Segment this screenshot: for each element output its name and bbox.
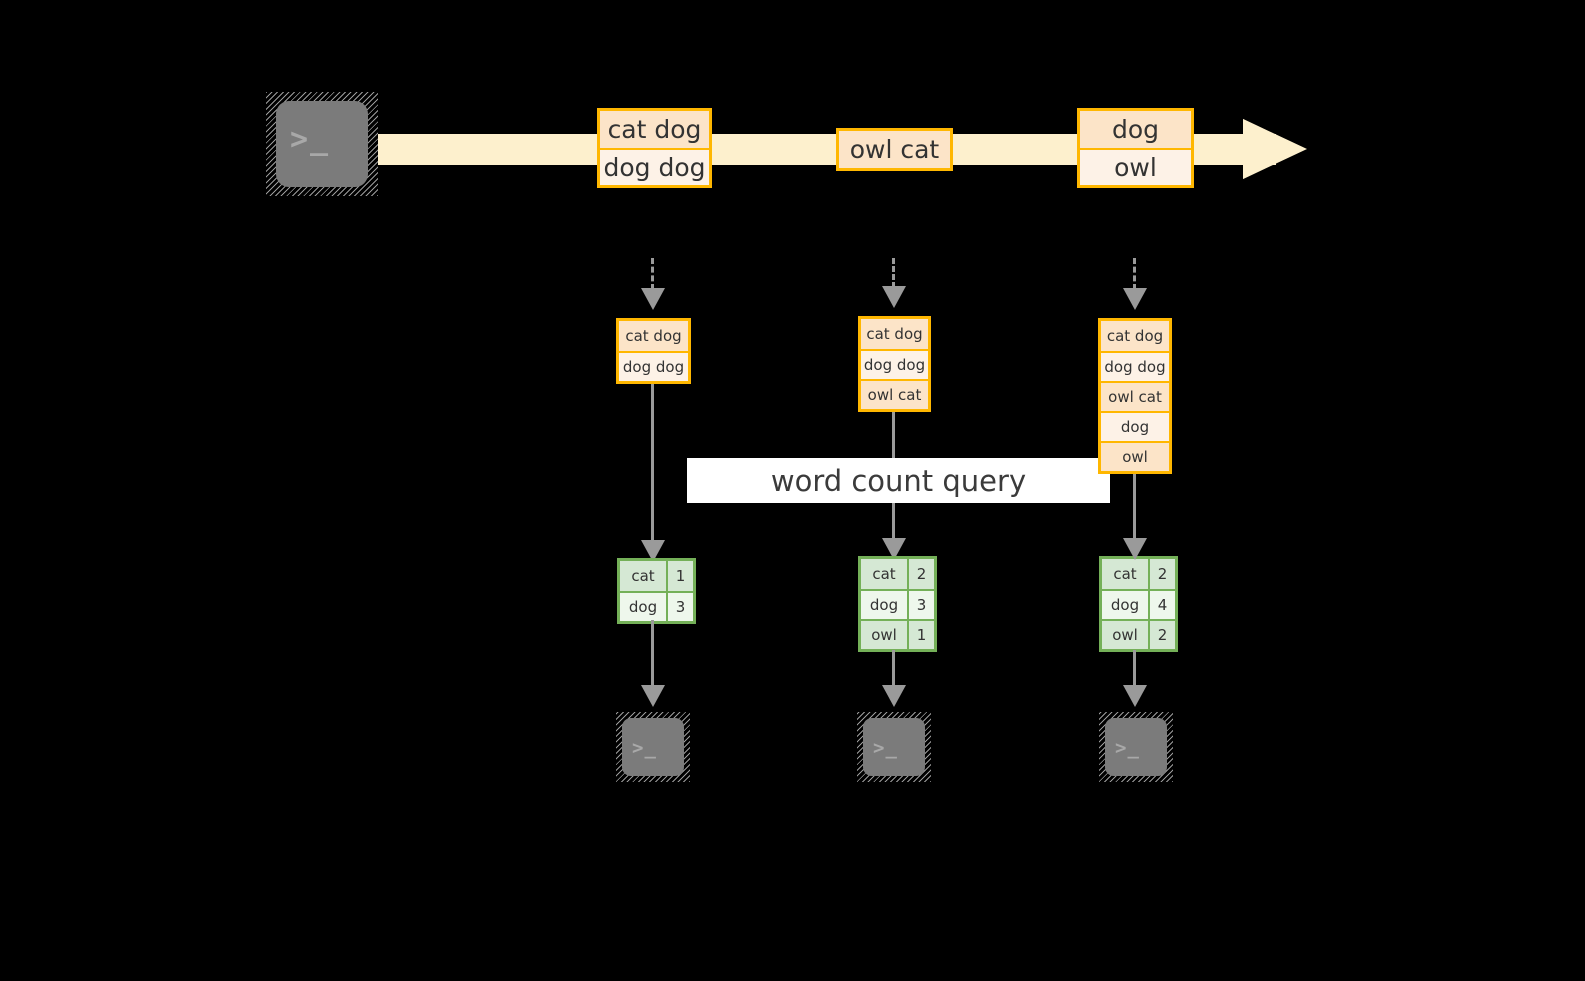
- terminal-prompt-glyph: >_: [632, 737, 657, 759]
- table-row: owl 1: [861, 619, 934, 649]
- snapshot-line: dog dog: [619, 351, 688, 381]
- sink-terminal-icon-3: >_: [1099, 712, 1173, 782]
- word-cell: owl: [861, 621, 907, 649]
- word-cell: owl: [1102, 621, 1148, 649]
- stream-to-snapshot-arrowhead-1: [641, 288, 665, 310]
- terminal-body: [276, 101, 368, 187]
- terminal-body: [622, 718, 684, 776]
- result-table-3: cat 2 dog 4 owl 2: [1099, 556, 1178, 652]
- word-cell: dog: [1102, 591, 1148, 619]
- result-to-sink-line-1: [651, 620, 654, 692]
- stream-record-line: cat dog: [600, 111, 709, 148]
- snapshot-line: owl: [1101, 441, 1169, 471]
- snapshot-box-3: cat dog dog dog owl cat dog owl: [1098, 318, 1172, 474]
- count-cell: 4: [1148, 591, 1175, 619]
- terminal-body: [863, 718, 925, 776]
- word-cell: cat: [861, 559, 907, 589]
- snapshot-line: dog dog: [861, 349, 928, 379]
- stream-record-line: dog dog: [600, 148, 709, 185]
- stream-arrow-head: [1243, 118, 1307, 180]
- table-row: cat 2: [1102, 559, 1175, 589]
- count-cell: 2: [1148, 559, 1175, 589]
- word-cell: cat: [620, 561, 666, 591]
- stream-to-snapshot-arrowhead-2: [882, 286, 906, 308]
- count-cell: 1: [907, 621, 934, 649]
- stream-record-group-3: dog owl: [1077, 108, 1194, 188]
- sink-terminal-icon-2: >_: [857, 712, 931, 782]
- terminal-prompt-glyph: >_: [290, 122, 331, 157]
- count-cell: 2: [907, 559, 934, 589]
- snapshot-line: cat dog: [619, 321, 688, 351]
- result-to-sink-line-2: [892, 650, 895, 692]
- terminal-body: [1105, 718, 1167, 776]
- count-cell: 2: [1148, 621, 1175, 649]
- stream-to-snapshot-dashed-line-2: [892, 258, 895, 288]
- count-cell: 3: [666, 593, 693, 621]
- count-cell: 3: [907, 591, 934, 619]
- result-table-2: cat 2 dog 3 owl 1: [858, 556, 937, 652]
- table-row: cat 1: [620, 561, 693, 591]
- snapshot-line: owl cat: [861, 379, 928, 409]
- stream-record-group-1: cat dog dog dog: [597, 108, 712, 188]
- snapshot-line: cat dog: [861, 319, 928, 349]
- stream-record-line: owl cat: [839, 131, 950, 168]
- result-to-sink-arrowhead-1: [641, 685, 665, 707]
- snapshot-line: dog dog: [1101, 351, 1169, 381]
- stream-to-snapshot-dashed-line-3: [1133, 258, 1136, 290]
- result-table-1: cat 1 dog 3: [617, 558, 696, 624]
- stream-record-line: owl: [1080, 148, 1191, 185]
- snapshot-line: dog: [1101, 411, 1169, 441]
- snapshot-to-result-line-3: [1133, 474, 1136, 546]
- stream-to-snapshot-arrowhead-3: [1123, 288, 1147, 310]
- table-row: dog 3: [620, 591, 693, 621]
- word-cell: dog: [861, 591, 907, 619]
- result-to-sink-arrowhead-2: [882, 685, 906, 707]
- sink-terminal-icon-1: >_: [616, 712, 690, 782]
- word-cell: dog: [620, 593, 666, 621]
- stream-record-group-2: owl cat: [836, 128, 953, 171]
- terminal-prompt-glyph: >_: [1115, 737, 1140, 759]
- table-row: cat 2: [861, 559, 934, 589]
- snapshot-box-1: cat dog dog dog: [616, 318, 691, 384]
- table-row: dog 3: [861, 589, 934, 619]
- snapshot-line: cat dog: [1101, 321, 1169, 351]
- stream-record-line: dog: [1080, 111, 1191, 148]
- count-cell: 1: [666, 561, 693, 591]
- table-row: owl 2: [1102, 619, 1175, 649]
- terminal-prompt-glyph: >_: [873, 737, 898, 759]
- result-to-sink-arrowhead-3: [1123, 685, 1147, 707]
- snapshot-line: owl cat: [1101, 381, 1169, 411]
- word-cell: cat: [1102, 559, 1148, 589]
- query-label: word count query: [687, 458, 1110, 503]
- source-terminal-icon: >_: [266, 92, 378, 196]
- table-row: dog 4: [1102, 589, 1175, 619]
- snapshot-to-result-line-1: [651, 384, 654, 548]
- result-to-sink-line-3: [1133, 650, 1136, 692]
- stream-to-snapshot-dashed-line-1: [651, 258, 654, 290]
- snapshot-box-2: cat dog dog dog owl cat: [858, 316, 931, 412]
